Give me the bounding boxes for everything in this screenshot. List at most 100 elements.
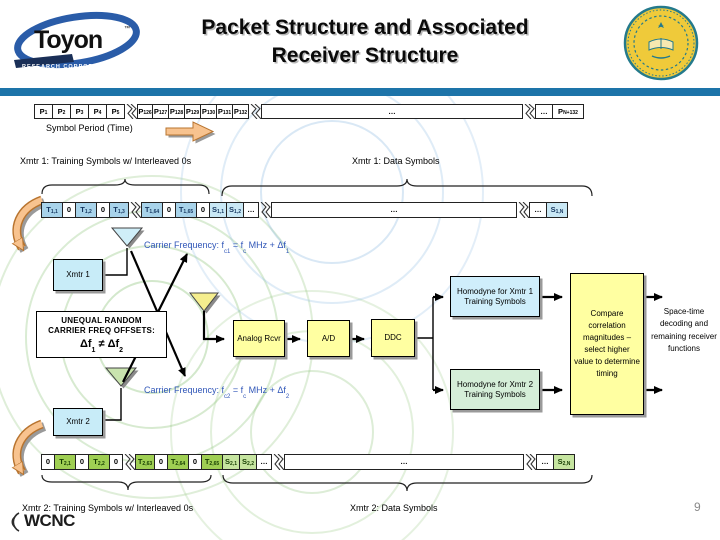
xmtr2-antenna-icon [104, 367, 139, 389]
xmtr1-box-label: Xmtr 1 [66, 270, 90, 279]
symbol-cell: 0 [109, 454, 123, 470]
toyon-logo-subtext: RESEARCH CORPORATION [22, 64, 116, 70]
symbol-cell: … [271, 202, 517, 218]
xmtr1-box: Xmtr 1 [53, 259, 103, 291]
xmtr2-data-label: Xmtr 2: Data Symbols [350, 503, 438, 513]
symbol-cell: … [243, 202, 259, 218]
symbol-cell: … [256, 454, 272, 470]
symbol-cell: 0 [96, 202, 110, 218]
row-break-icon [259, 202, 271, 218]
unequal-formula: Δf1 ≠ Δf2 [79, 337, 124, 354]
unequal-line-1: UNEQUAL RANDOM [61, 315, 142, 325]
ddc-split-connector [416, 297, 434, 390]
unequal-offsets-box: UNEQUAL RANDOM CARRIER FREQ OFFSETS: Δf1… [36, 311, 167, 358]
title-line-2: Receiver Structure [271, 44, 459, 68]
xmtr1-carrier-frequency: Carrier Frequency: fc1 = fc MHz + Δf1 [144, 240, 290, 255]
title-line-1: Packet Structure and Associated [201, 16, 529, 39]
row-break-icon [523, 104, 535, 119]
homodyne2-box: Homodyne for Xmtr 2 Training Symbols [450, 369, 540, 410]
xmtr1-training-label: Xmtr 1: Training Symbols w/ Interleaved … [20, 156, 192, 166]
row-break-icon [524, 454, 536, 470]
row-break-icon [129, 202, 141, 218]
xmtr2-box: Xmtr 2 [53, 408, 103, 436]
row-break-icon [123, 454, 135, 470]
university-seal-icon [623, 5, 699, 81]
page-title: Packet Structure and Associated Receiver… [150, 14, 580, 71]
symbol-cell: 0 [188, 454, 202, 470]
symbol-cell: … [529, 202, 547, 218]
symbol-cell: … [536, 454, 554, 470]
analog-rcvr-label: Analog Rcvr [237, 333, 281, 343]
xmtr2-antenna-connector [103, 388, 122, 421]
row-break-icon [249, 104, 261, 119]
symbol-cell: 0 [162, 202, 176, 218]
brace-xmtr2-data [222, 474, 593, 492]
xmtr2-training-label: Xmtr 2: Training Symbols w/ Interleaved … [22, 503, 194, 513]
toyon-swoosh-icon [14, 11, 140, 69]
unequal-line-2: CARRIER FREQ OFFSETS: [48, 325, 155, 335]
symbol-cell: 0 [75, 454, 89, 470]
compare-box: Compare correlation magnitudes – select … [570, 273, 644, 415]
rx-antenna-icon [188, 292, 221, 314]
homodyne1-box: Homodyne for Xmtr 1 Training Symbols [450, 276, 540, 317]
symbol-cell: 0 [196, 202, 210, 218]
homodyne1-label: Homodyne for Xmtr 1 Training Symbols [456, 286, 534, 306]
row-break-icon [125, 104, 137, 119]
symbol-cell: … [261, 104, 523, 119]
symbol-cell: … [284, 454, 524, 470]
curved-arrow-icon-bottom [17, 419, 47, 477]
symbol-cell: 0 [41, 454, 55, 470]
page-number: 9 [694, 500, 701, 514]
spacetime-text: Space-time decoding and remaining receiv… [651, 307, 717, 354]
wcnc-logo: WCNC [6, 510, 75, 532]
header-accent-bar [0, 88, 720, 96]
symbol-period-label: Symbol Period (Time) [46, 123, 133, 133]
adc-box: A/D [307, 320, 350, 357]
symbol-cell: 0 [154, 454, 168, 470]
toyon-logo: Toyon ™ RESEARCH CORPORATION [8, 4, 146, 84]
compare-label: Compare correlation magnitudes – select … [574, 309, 640, 378]
university-seal [622, 4, 700, 82]
xmtr1-antenna-connector [103, 248, 128, 276]
brace-xmtr1-training [41, 178, 210, 195]
xmtr2-box-label: Xmtr 2 [66, 417, 90, 426]
xmtr2-carrier-frequency: Carrier Frequency: fc2 = fc MHz + Δf2 [144, 385, 290, 400]
analog-rcvr-box: Analog Rcvr [233, 320, 285, 357]
symbol-cell: 0 [62, 202, 76, 218]
curved-arrow-icon-top [17, 195, 47, 253]
homodyne2-label: Homodyne for Xmtr 2 Training Symbols [456, 379, 534, 399]
wcnc-signal-icon [11, 512, 20, 532]
ddc-label: DDC [384, 333, 402, 342]
brace-xmtr2-training [41, 474, 212, 491]
xmtr1-data-label: Xmtr 1: Data Symbols [352, 156, 440, 166]
row-break-icon [272, 454, 284, 470]
